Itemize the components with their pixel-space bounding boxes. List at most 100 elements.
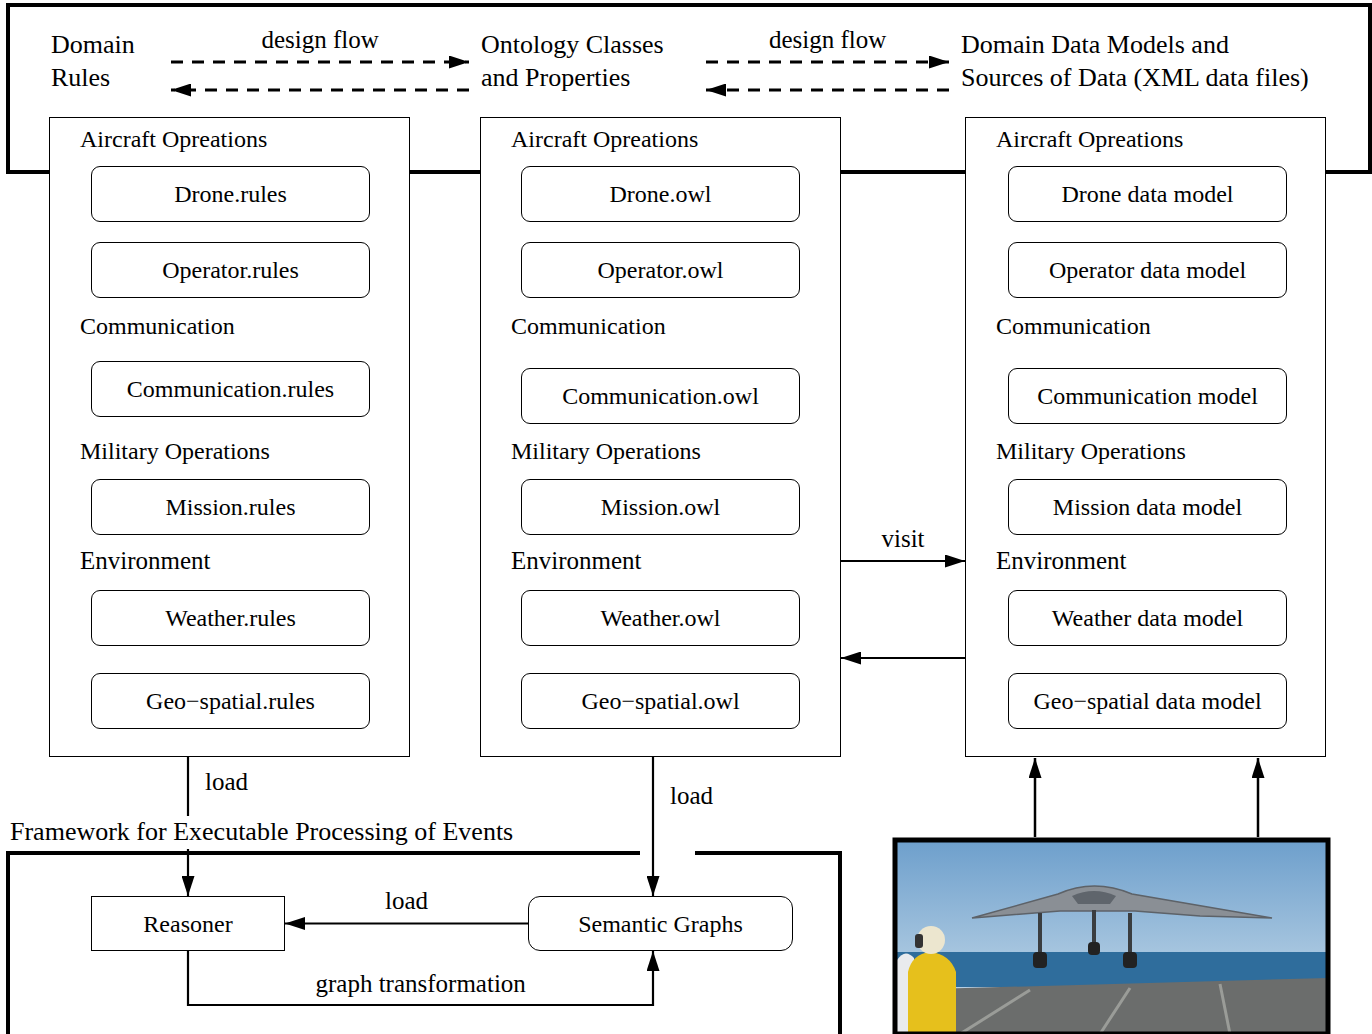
text-holder: Communication model (1009, 369, 1286, 423)
box-label: Drone.rules (174, 179, 287, 209)
drone-intake (1072, 891, 1116, 904)
edge-label: graph transformation (313, 970, 529, 999)
text-holder: Military Operations (996, 436, 1186, 466)
data-model-box: Mission data model (1008, 479, 1287, 535)
section-label: Military Operations (80, 436, 270, 466)
design-flow-arrow (706, 61, 949, 64)
text-holder: Drone.rules (92, 167, 369, 221)
edge-label: design flow (766, 26, 889, 55)
text-holder: Semantic Graphs (529, 897, 792, 950)
text-holder: Operator data model (1009, 243, 1286, 297)
box-label: Drone.owl (610, 179, 712, 209)
edge-label: load (667, 782, 716, 811)
box-label: Drone data model (1062, 179, 1234, 209)
data-model-box: Communication model (1008, 368, 1287, 424)
photo-sky (895, 840, 1328, 1034)
graph-box: Semantic Graphs (528, 896, 793, 951)
ontology-box: Drone.owl (521, 166, 800, 222)
drone-wing (972, 886, 1272, 918)
text-holder: Weather.owl (522, 591, 799, 645)
column-header: Domain Data Models and Sources of Data (… (961, 29, 1310, 94)
box-label: Mission.owl (601, 492, 720, 522)
section-label: Military Operations (996, 436, 1186, 466)
reasoner-box: Reasoner (91, 896, 285, 951)
rule-box: Operator.rules (91, 242, 370, 298)
text-holder: Mission.owl (522, 480, 799, 534)
box-label: Communication model (1037, 381, 1258, 411)
text-holder: Environment (511, 545, 642, 576)
text-holder: Mission.rules (92, 480, 369, 534)
framework-region: Framework for Executable Processing of E… (8, 853, 840, 1034)
rule-box: Geo−spatial.rules (91, 673, 370, 729)
section-label: Communication (996, 311, 1151, 341)
photo-arrow (1257, 758, 1260, 837)
text-holder: Domain Rules (51, 29, 161, 94)
text-holder: Environment (996, 545, 1127, 576)
design-flow-arrow (706, 89, 949, 92)
text-holder: Aircraft Opreations (996, 124, 1183, 154)
flow-arrow (841, 560, 965, 562)
flow-arrow (188, 951, 653, 1005)
text-holder: Drone.owl (522, 167, 799, 221)
flow-arrow (841, 657, 965, 659)
box-label: Weather.owl (600, 603, 720, 633)
framework-outline (8, 853, 840, 1034)
ontology-box: Operator.owl (521, 242, 800, 298)
wheel (1123, 952, 1137, 968)
column-header: Domain Rules (51, 29, 161, 94)
text-holder: Military Operations (80, 436, 270, 466)
edge-label: load (202, 768, 251, 797)
rule-box: Weather.rules (91, 590, 370, 646)
rule-box: Communication.rules (91, 361, 370, 417)
text-holder: Domain Data Models and Sources of Data (… (961, 29, 1310, 94)
box-label: Geo−spatial.rules (146, 686, 315, 716)
text-holder: Framework for Executable Processing of E… (8, 816, 517, 849)
section-label: Environment (80, 545, 211, 576)
section-label: Aircraft Opreations (996, 124, 1183, 154)
photo-deck (895, 978, 1328, 1034)
text-holder: Communication (511, 311, 666, 341)
wheel (1033, 952, 1047, 968)
landing-gear (1040, 910, 1130, 958)
column-header: Ontology Classes and Properties (481, 29, 696, 94)
section-label: Communication (511, 311, 666, 341)
text-holder: Operator.rules (92, 243, 369, 297)
ontology-box: Geo−spatial.owl (521, 673, 800, 729)
framework-title: Framework for Executable Processing of E… (8, 816, 517, 849)
rule-box: Drone.rules (91, 166, 370, 222)
ontology-box: Weather.owl (521, 590, 800, 646)
ontology-box: Communication.owl (521, 368, 800, 424)
text-holder: Geo−spatial.owl (522, 674, 799, 728)
section-label: Aircraft Opreations (511, 124, 698, 154)
box-label: Operator.owl (598, 255, 724, 285)
flow-arrow (285, 922, 528, 924)
box-label: Operator data model (1049, 255, 1246, 285)
text-holder: Operator.owl (522, 243, 799, 297)
text-holder: Communication.owl (522, 369, 799, 423)
text-holder: Environment (80, 545, 211, 576)
section-label: Aircraft Opreations (80, 124, 267, 154)
data-model-box: Operator data model (1008, 242, 1287, 298)
design-flow-arrow (171, 61, 469, 64)
drone-photo (895, 840, 1328, 1034)
text-holder: Reasoner (92, 897, 284, 950)
text-holder: Geo−spatial data model (1009, 674, 1286, 728)
box-label: Communication.owl (562, 381, 759, 411)
text-holder: Aircraft Opreations (80, 124, 267, 154)
data-model-box: Geo−spatial data model (1008, 673, 1287, 729)
section-label: Environment (511, 545, 642, 576)
text-holder: Ontology Classes and Properties (481, 29, 696, 94)
column-box: Ontology Classes and PropertiesAircraft … (480, 117, 841, 757)
box-label: Weather data model (1052, 603, 1243, 633)
text-holder: Military Operations (511, 436, 701, 466)
text-holder: Weather.rules (92, 591, 369, 645)
data-model-box: Drone data model (1008, 166, 1287, 222)
section-label: Environment (996, 545, 1127, 576)
rule-box: Mission.rules (91, 479, 370, 535)
text-holder: Weather data model (1009, 591, 1286, 645)
photo-arrow (1034, 758, 1037, 837)
box-label: Geo−spatial data model (1033, 686, 1261, 716)
text-holder: Geo−spatial.rules (92, 674, 369, 728)
text-holder: Drone data model (1009, 167, 1286, 221)
text-holder: Communication (80, 311, 235, 341)
